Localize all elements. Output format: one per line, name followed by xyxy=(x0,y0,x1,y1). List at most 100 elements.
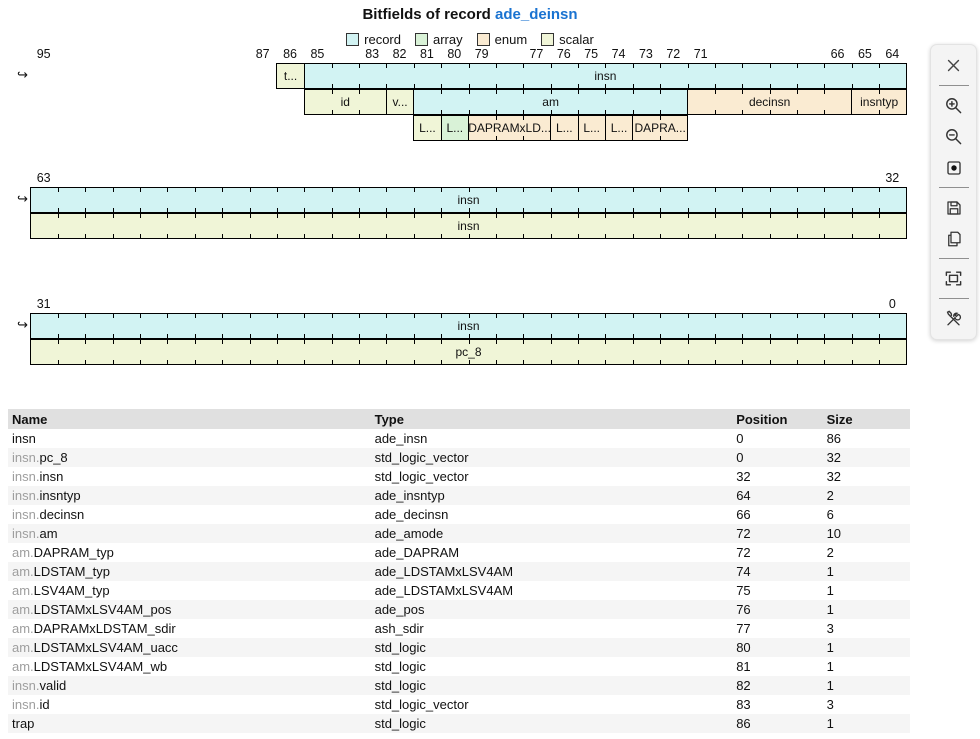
bitfield-box-L: L... xyxy=(440,115,469,141)
cell-type: ash_sdir xyxy=(374,621,424,636)
bit-tick xyxy=(578,360,579,364)
bit-tick xyxy=(249,234,251,238)
bitfield-box-insn: insn xyxy=(30,213,907,239)
bit-tick xyxy=(304,340,306,344)
bit-tick xyxy=(687,334,689,338)
bit-tick xyxy=(276,208,278,212)
bit-tick xyxy=(495,84,497,88)
cell-type: ade_insntyp xyxy=(370,486,733,505)
name-prefix: insn. xyxy=(12,697,40,712)
bit-tick xyxy=(550,90,552,94)
column-header-type: Type xyxy=(370,409,733,429)
bit-tick xyxy=(769,360,771,364)
bit-tick xyxy=(276,314,278,318)
bit-tick xyxy=(879,314,881,318)
bit-tick xyxy=(824,110,826,114)
bit-tick xyxy=(523,110,525,114)
bit-tick xyxy=(824,234,826,238)
bit-tick xyxy=(605,84,607,88)
bitfield-box-v: v... xyxy=(385,89,415,115)
bit-tick xyxy=(386,84,388,88)
cell-type: ade_DAPRAM xyxy=(374,545,460,560)
bit-tick xyxy=(413,314,415,318)
cell-position: 83 xyxy=(736,697,751,712)
bit-tick xyxy=(632,314,634,318)
zoom-out-button[interactable] xyxy=(937,121,970,152)
cell-name: am.LDSTAMxLSV4AM_pos xyxy=(8,600,371,619)
tools-button[interactable] xyxy=(937,303,970,334)
zoom-in-button[interactable] xyxy=(937,90,970,121)
bit-number-0: 0 xyxy=(888,297,896,311)
bit-tick xyxy=(550,64,552,68)
bit-tick xyxy=(769,314,771,318)
bit-number-77: 77 xyxy=(529,47,544,61)
bit-tick xyxy=(660,214,662,218)
bit-tick xyxy=(550,208,552,212)
copy-button[interactable] xyxy=(937,223,970,254)
bit-tick xyxy=(413,360,415,364)
bit-tick xyxy=(468,188,470,192)
diagram-toolbar xyxy=(930,44,977,340)
bit-tick xyxy=(879,90,881,94)
cell-position: 76 xyxy=(732,600,823,619)
bit-tick xyxy=(824,360,826,364)
bit-tick xyxy=(742,188,744,192)
bit-tick xyxy=(194,360,196,364)
bit-tick xyxy=(386,234,388,238)
legend-item-scalar: scalar xyxy=(541,32,594,47)
bit-tick xyxy=(140,208,141,212)
bit-tick xyxy=(687,314,689,318)
bit-tick xyxy=(167,188,169,192)
bit-tick xyxy=(468,90,470,94)
close-icon xyxy=(945,57,962,74)
record-dot-button[interactable] xyxy=(937,152,970,183)
bit-tick xyxy=(222,340,224,344)
cell-size: 10 xyxy=(822,524,910,543)
bit-tick xyxy=(879,360,881,364)
bit-tick xyxy=(112,314,114,318)
bit-number-66: 66 xyxy=(830,47,845,61)
bit-number-75: 75 xyxy=(584,47,599,61)
bit-tick xyxy=(359,188,360,192)
bit-tick xyxy=(824,90,826,94)
bit-tick xyxy=(742,84,744,88)
name-text: valid xyxy=(39,678,67,693)
bit-tick xyxy=(714,334,716,338)
bit-tick xyxy=(660,188,662,192)
bit-tick xyxy=(468,208,470,212)
bit-tick xyxy=(578,214,579,218)
bit-tick xyxy=(687,208,689,212)
bit-tick xyxy=(742,234,744,238)
close-button[interactable] xyxy=(937,50,970,81)
cell-size: 1 xyxy=(822,676,910,695)
record-name-link[interactable]: ade_deinsn xyxy=(495,6,578,23)
title-prefix: Bitfields of record xyxy=(362,6,491,23)
bit-number-32: 32 xyxy=(885,171,900,185)
bit-tick xyxy=(714,110,716,114)
bit-tick xyxy=(112,188,114,192)
cell-name: insn.am xyxy=(8,524,371,543)
bitfield-box-L: L... xyxy=(577,115,606,141)
name-text: am xyxy=(39,526,58,541)
bit-tick xyxy=(276,340,278,344)
save-button[interactable] xyxy=(937,192,970,223)
save-icon xyxy=(945,199,963,217)
bit-tick xyxy=(797,340,798,344)
bit-tick xyxy=(851,208,853,212)
bit-tick xyxy=(605,90,607,94)
bit-tick xyxy=(879,84,881,88)
legend-swatch-array xyxy=(415,33,428,46)
cell-name: am.LDSTAMxLSV4AM_uacc xyxy=(8,638,371,657)
bit-tick xyxy=(276,188,278,192)
cell-size: 2 xyxy=(826,545,834,560)
bit-tick xyxy=(468,234,470,238)
bit-tick xyxy=(523,64,525,68)
bit-tick xyxy=(331,314,333,318)
bit-tick xyxy=(523,234,525,238)
bit-tick xyxy=(304,214,306,218)
bit-tick xyxy=(550,234,552,238)
fit-screen-button[interactable] xyxy=(937,263,970,294)
